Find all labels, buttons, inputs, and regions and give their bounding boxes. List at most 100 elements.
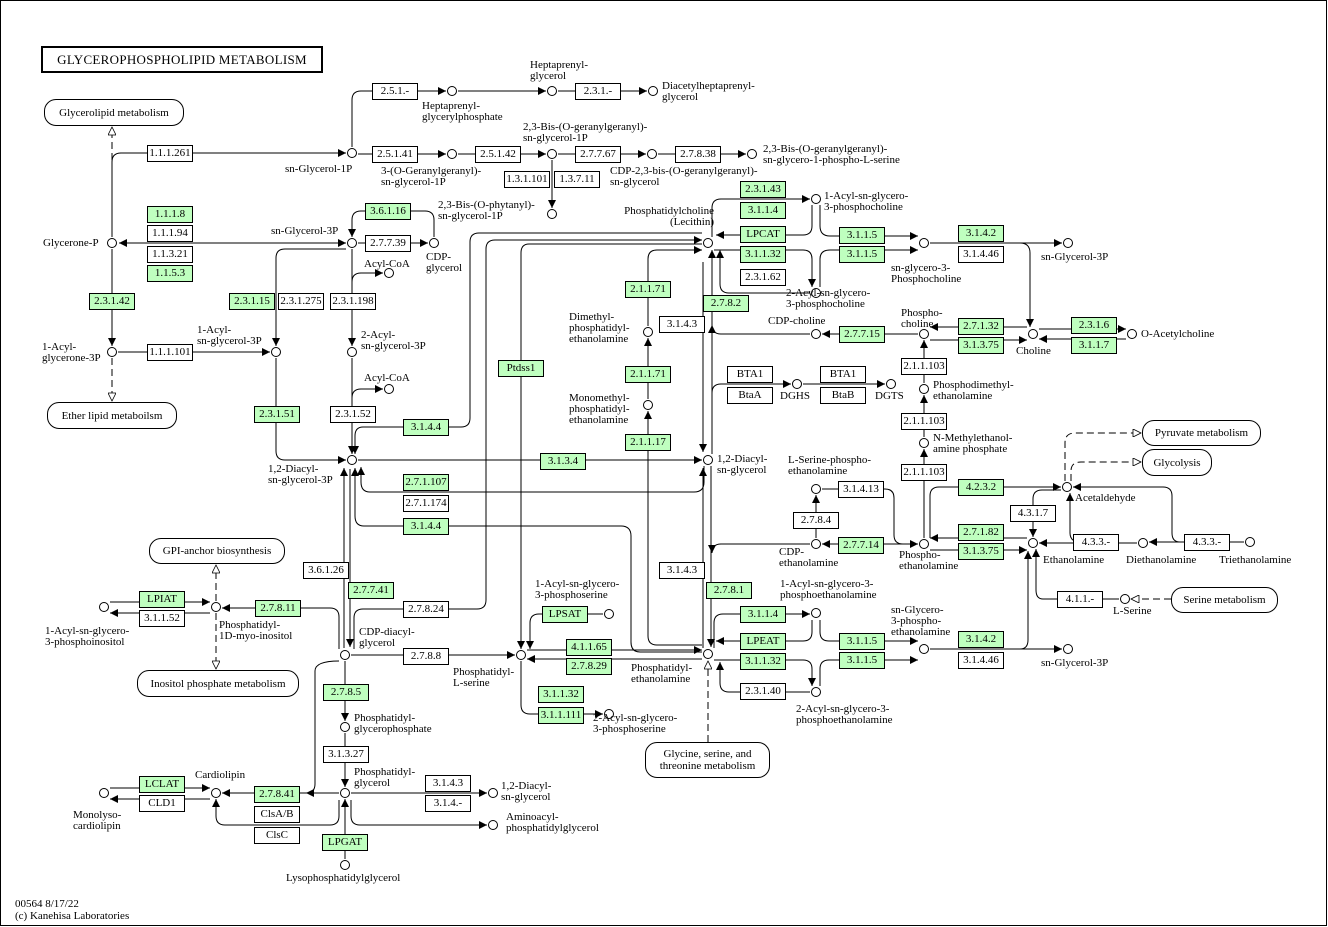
enzyme-box[interactable]: LCLAT — [139, 776, 185, 793]
enzyme-box[interactable]: 3.1.1.5 — [839, 227, 885, 244]
compound-node[interactable] — [703, 455, 713, 465]
enzyme-box[interactable]: 1.1.1.8 — [147, 206, 193, 223]
enzyme-box[interactable]: 2.3.1.62 — [740, 269, 786, 286]
compound-node[interactable] — [547, 86, 557, 96]
compound-node[interactable] — [1127, 329, 1137, 339]
compound-node[interactable] — [1063, 644, 1073, 654]
enzyme-box[interactable]: 4.1.1.- — [1057, 591, 1103, 608]
compound-node[interactable] — [384, 384, 394, 394]
enzyme-box[interactable]: 2.3.1.198 — [330, 293, 376, 310]
enzyme-box[interactable]: 2.7.8.1 — [706, 582, 752, 599]
compound-node[interactable] — [340, 860, 350, 870]
enzyme-box[interactable]: 2.7.7.41 — [348, 582, 394, 599]
enzyme-box[interactable]: 2.7.8.4 — [793, 512, 839, 529]
compound-node[interactable] — [747, 149, 757, 159]
enzyme-box[interactable]: 3.1.4.2 — [958, 225, 1004, 242]
compound-node[interactable] — [547, 149, 557, 159]
enzyme-box[interactable]: 2.1.1.103 — [901, 413, 947, 430]
enzyme-box[interactable]: 3.1.4.3 — [659, 316, 705, 333]
enzyme-box[interactable]: 2.7.1.82 — [958, 524, 1004, 541]
enzyme-box[interactable]: 1.1.1.101 — [147, 344, 193, 361]
enzyme-box[interactable]: 3.1.4.46 — [958, 246, 1004, 263]
compound-node[interactable] — [643, 400, 653, 410]
pathway-map-link[interactable]: Glycine, serine, and threonine metabolis… — [645, 742, 770, 778]
compound-node[interactable] — [648, 86, 658, 96]
compound-node[interactable] — [429, 238, 439, 248]
enzyme-box[interactable]: ClsA/B — [254, 806, 300, 823]
enzyme-box[interactable]: 3.1.3.75 — [958, 337, 1004, 354]
pathway-map-link[interactable]: Ether lipid metaboilsm — [47, 402, 177, 429]
compound-node[interactable] — [647, 149, 657, 159]
compound-node[interactable] — [792, 379, 802, 389]
enzyme-box[interactable]: 2.7.8.8 — [403, 648, 449, 665]
enzyme-box[interactable]: 2.1.1.103 — [901, 464, 947, 481]
compound-node[interactable] — [1028, 329, 1038, 339]
compound-node[interactable] — [107, 238, 117, 248]
enzyme-box[interactable]: 4.3.1.7 — [1010, 505, 1056, 522]
enzyme-box[interactable]: 2.1.1.17 — [625, 434, 671, 451]
compound-node[interactable] — [488, 820, 498, 830]
enzyme-box[interactable]: 2.3.1.275 — [278, 293, 324, 310]
compound-node[interactable] — [604, 609, 614, 619]
compound-node[interactable] — [643, 327, 653, 337]
enzyme-box[interactable]: 3.1.1.4 — [740, 606, 786, 623]
compound-node[interactable] — [340, 650, 350, 660]
enzyme-box[interactable]: CLD1 — [139, 795, 185, 812]
compound-node[interactable] — [340, 788, 350, 798]
enzyme-box[interactable]: 2.3.1.40 — [740, 683, 786, 700]
compound-node[interactable] — [919, 438, 929, 448]
enzyme-box[interactable]: 4.3.3.- — [1073, 534, 1119, 551]
compound-node[interactable] — [811, 484, 821, 494]
compound-node[interactable] — [547, 209, 557, 219]
enzyme-box[interactable]: 2.7.1.107 — [403, 474, 449, 491]
compound-node[interactable] — [488, 788, 498, 798]
enzyme-box[interactable]: 2.5.1.41 — [372, 146, 418, 163]
compound-node[interactable] — [347, 148, 357, 158]
compound-node[interactable] — [919, 329, 929, 339]
enzyme-box[interactable]: 3.1.3.4 — [540, 453, 586, 470]
pathway-map-link[interactable]: Glycolysis — [1142, 449, 1212, 476]
enzyme-box[interactable]: 3.1.3.27 — [323, 746, 369, 763]
enzyme-box[interactable]: 4.3.3.- — [1184, 534, 1230, 551]
compound-node[interactable] — [347, 238, 357, 248]
compound-node[interactable] — [447, 149, 457, 159]
enzyme-box[interactable]: 1.1.3.21 — [147, 246, 193, 263]
enzyme-box[interactable]: 1.1.5.3 — [147, 265, 193, 282]
enzyme-box[interactable]: 2.1.1.103 — [901, 358, 947, 375]
enzyme-box[interactable]: BtaA — [727, 387, 773, 404]
enzyme-box[interactable]: 3.1.1.5 — [839, 652, 885, 669]
compound-node[interactable] — [211, 602, 221, 612]
enzyme-box[interactable]: 2.5.1.- — [372, 83, 418, 100]
compound-node[interactable] — [604, 709, 614, 719]
compound-node[interactable] — [99, 788, 109, 798]
enzyme-box[interactable]: 3.1.4.4 — [403, 419, 449, 436]
enzyme-box[interactable]: LPIAT — [139, 591, 185, 608]
enzyme-box[interactable]: 2.7.8.24 — [403, 601, 449, 618]
enzyme-box[interactable]: 2.7.8.41 — [254, 786, 300, 803]
compound-node[interactable] — [811, 194, 821, 204]
compound-node[interactable] — [1062, 482, 1072, 492]
compound-node[interactable] — [1138, 538, 1148, 548]
enzyme-box[interactable]: 1.3.7.11 — [554, 171, 600, 188]
enzyme-box[interactable]: 3.1.4.4 — [403, 518, 449, 535]
pathway-map-link[interactable]: Pyruvate metabolism — [1142, 420, 1261, 446]
enzyme-box[interactable]: 3.1.1.7 — [1071, 337, 1117, 354]
compound-node[interactable] — [919, 384, 929, 394]
enzyme-box[interactable]: 2.7.8.11 — [255, 600, 301, 617]
enzyme-box[interactable]: 3.6.1.16 — [365, 203, 411, 220]
pathway-map-link[interactable]: GPI-anchor biosynthesis — [149, 538, 285, 564]
enzyme-box[interactable]: 3.1.4.3 — [425, 775, 471, 792]
compound-node[interactable] — [99, 602, 109, 612]
enzyme-box[interactable]: 2.7.8.38 — [675, 146, 721, 163]
enzyme-box[interactable]: 3.1.4.2 — [958, 631, 1004, 648]
enzyme-box[interactable]: Ptdss1 — [498, 360, 544, 377]
enzyme-box[interactable]: 3.1.4.46 — [958, 652, 1004, 669]
enzyme-box[interactable]: BtaB — [820, 387, 866, 404]
enzyme-box[interactable]: 1.3.1.101 — [504, 171, 550, 188]
enzyme-box[interactable]: LPGAT — [322, 834, 368, 851]
enzyme-box[interactable]: 2.7.8.2 — [703, 295, 749, 312]
enzyme-box[interactable]: 3.1.1.5 — [839, 246, 885, 263]
enzyme-box[interactable]: 3.1.4.- — [425, 795, 471, 812]
compound-node[interactable] — [347, 455, 357, 465]
compound-node[interactable] — [107, 347, 117, 357]
